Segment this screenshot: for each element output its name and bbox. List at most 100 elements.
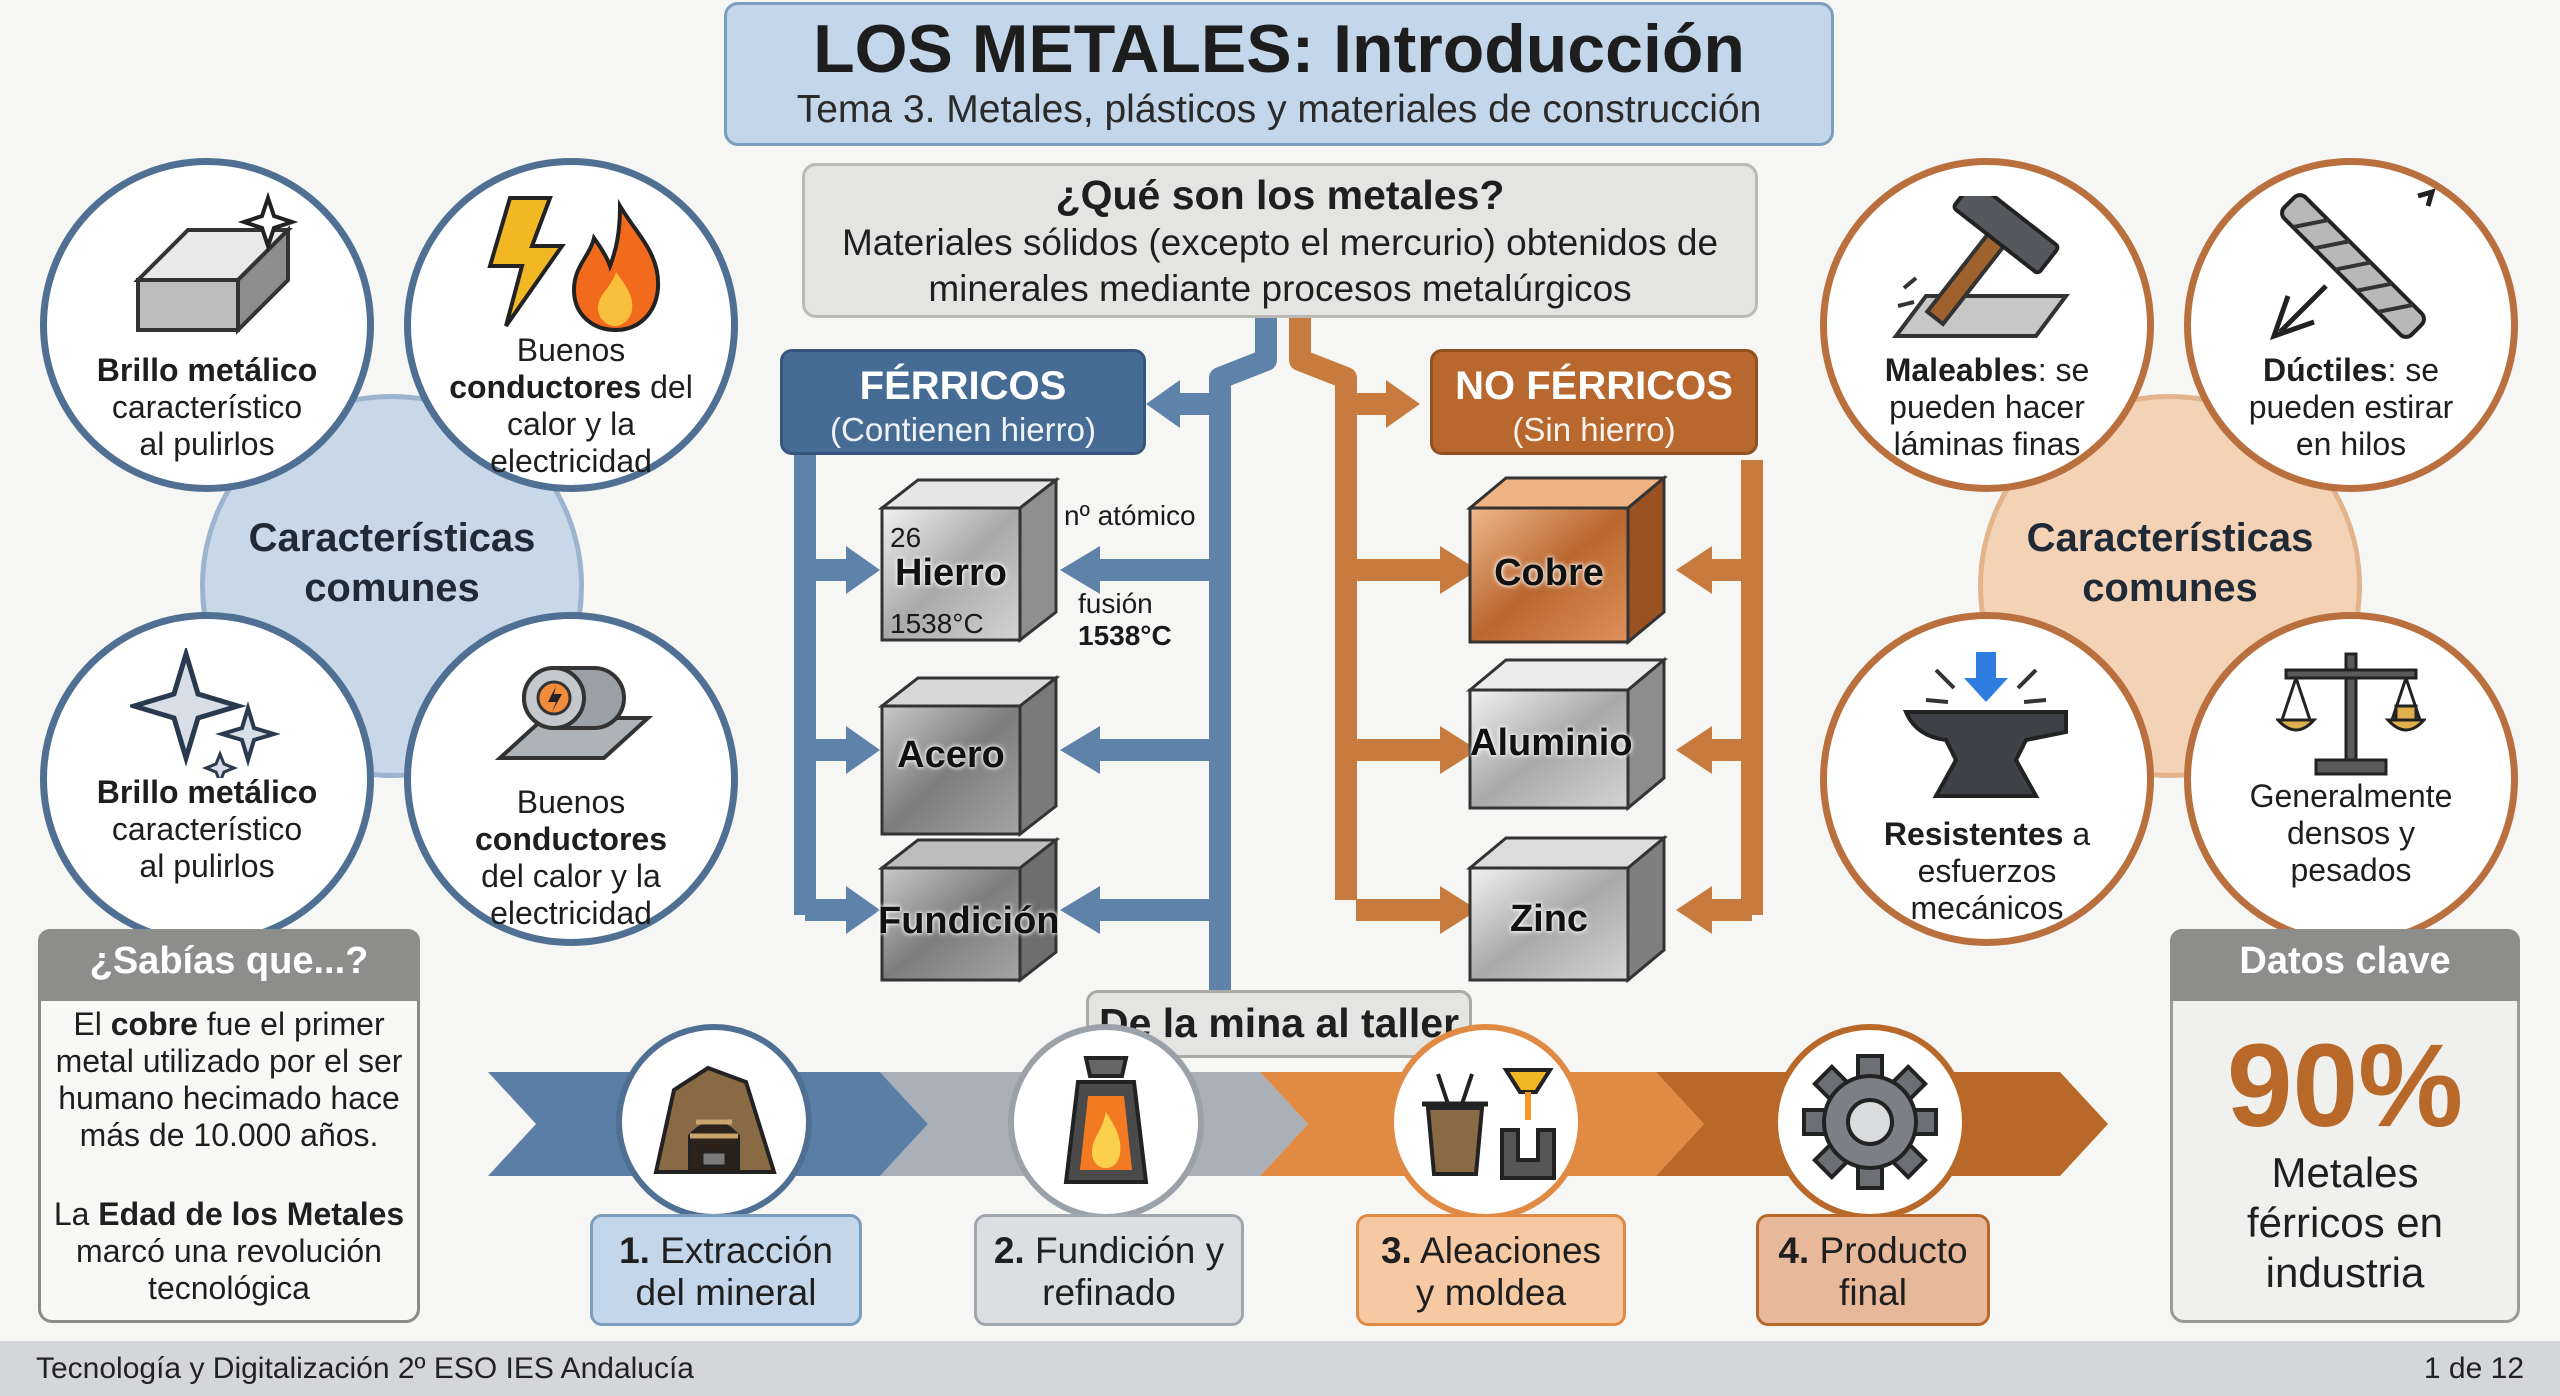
step-3-line2: y moldea [1415, 1272, 1567, 1313]
right-hub-line1: Características [2026, 516, 2314, 560]
right-item-4-line1: Generalmente [2249, 778, 2453, 814]
step-1-number: 1. [619, 1230, 650, 1271]
right-item-1-line3: láminas finas [1893, 426, 2081, 462]
left-item-4-line4: electricidad [490, 895, 652, 931]
step-2-label: 2. Fundición y refinado [974, 1230, 1244, 1314]
right-hub-line2: comunes [2082, 566, 2258, 610]
page-counter: 1 de 12 [2423, 1352, 2524, 1385]
step-1-box [590, 1214, 862, 1326]
left-item-2-line4: electricidad [490, 443, 652, 479]
title-banner [724, 2, 1834, 146]
arrow-left-fundicion [846, 886, 880, 934]
left-item-2-bold: conductores [449, 369, 642, 405]
left-item-1-text: Brillo metálico característico al pulirl… [60, 352, 354, 463]
left-hub-line2: comunes [304, 566, 480, 610]
ferrous-arrowheads [846, 380, 1180, 934]
left-item-1-line3: al pulirlos [139, 426, 275, 462]
metal-label-aluminio: Aluminio [1470, 722, 1633, 764]
nonferrous-title: NO FÉRRICOS [1455, 364, 1733, 408]
nonferrous-subtitle: (Sin hierro) [1512, 411, 1676, 448]
metal-bar-icon [133, 191, 298, 335]
step-3-label: 3. Aleaciones y moldea [1356, 1230, 1626, 1314]
lightning-fire-icon [487, 196, 661, 333]
right-item-4-text: Generalmente densos y pesados [2204, 778, 2498, 889]
left-hub-label: Características comunes [200, 513, 584, 613]
left-item-1-bold: Brillo metálico [96, 352, 318, 388]
footer-bar [0, 1341, 2560, 1396]
key-data-title: Datos clave [2239, 940, 2451, 982]
right-item-2-rest: : se [2387, 352, 2440, 388]
left-item-3-line2: característico [111, 811, 303, 847]
left-item-2 [404, 158, 738, 492]
left-item-2-line1: Buenos [516, 332, 626, 368]
right-item-1-line2: pueden hacer [1889, 389, 2085, 425]
key-data-line2: férricos en [2246, 1199, 2444, 1246]
fusion-label: fusión [1078, 588, 1153, 619]
step-2-number: 2. [993, 1230, 1025, 1271]
step-2-box [974, 1214, 1244, 1326]
question-title: ¿Qué son los metales? [1055, 172, 1505, 218]
left-item-1-line2: característico [111, 389, 303, 425]
mine-icon [653, 1065, 777, 1174]
step-4-line1: Producto [1819, 1230, 1968, 1271]
right-item-2-line3: en hilos [2295, 426, 2407, 462]
cast-iron-cube [877, 836, 1061, 984]
metal-label-acero: Acero [897, 734, 1005, 776]
crucible-icon [1422, 1068, 1556, 1180]
page-title: LOS METALES: Introducción [813, 11, 1745, 87]
key-data-header [2170, 929, 2520, 1001]
fact-p1-bold: cobre [110, 1006, 198, 1042]
arrow-right-cobre [1676, 546, 1712, 594]
key-data-line3: industria [2265, 1249, 2425, 1296]
atomic-number-label: nº atómico [1064, 500, 1196, 531]
arrow-to-cobre [1440, 546, 1478, 594]
arrow-to-fundicion [1060, 886, 1100, 934]
arrow-to-aluminio [1440, 726, 1478, 774]
left-item-2-rest: del [650, 369, 693, 405]
arrow-right-aluminio [1676, 726, 1712, 774]
fact-p2-post: marcó una revolución tecnológica [76, 1233, 382, 1306]
process-title: De la mina al taller [1098, 1000, 1460, 1046]
arrow-to-acero [1060, 726, 1100, 774]
metal-label-zinc: Zinc [1509, 898, 1589, 940]
left-item-3-text: Brillo metálico característico al pulirl… [60, 774, 354, 885]
arrow-to-nonferrous-header [1386, 380, 1420, 428]
hammer-icon [1892, 196, 2070, 338]
left-item-2-line3: calor y la [506, 406, 636, 442]
right-item-3-bold: Resistentes [1883, 816, 2064, 852]
fact-p1-post: fue el primer metal utilizado por el ser… [55, 1006, 403, 1153]
right-item-3-line3: mecánicos [1910, 890, 2064, 926]
right-item-1-rest: : se [2037, 352, 2090, 388]
sparkles-icon [130, 648, 280, 778]
fact-paragraph-1: El cobre fue el primer metal utilizado p… [48, 1006, 410, 1154]
step-1-line1: Extracción [660, 1230, 833, 1271]
step-4-line2: final [1839, 1272, 1907, 1313]
balance-icon [2276, 652, 2426, 776]
question-text: Materiales sólidos (excepto el mercurio)… [841, 222, 1719, 309]
wire-icon [2269, 188, 2436, 341]
right-item-2-line2: pueden estirar [2248, 389, 2454, 425]
step-3-box [1356, 1214, 1626, 1326]
fact-p2-pre: La [53, 1196, 99, 1232]
right-item-1-bold: Maleables [1884, 352, 2038, 388]
right-item-4-line2: densos y [2286, 815, 2416, 851]
iron-melting-temp: 1538°C [890, 608, 984, 639]
step-3-line1: Aleaciones [1420, 1230, 1602, 1271]
fact-paragraph-2: La Edad de los Metales marcó una revoluc… [48, 1196, 410, 1307]
left-item-4-bold: conductores [474, 821, 668, 857]
nonferrous-pipes [1289, 318, 1763, 921]
nonferrous-arrowheads [1386, 380, 1712, 934]
step-2-line2: refinado [1042, 1272, 1176, 1313]
arrow-to-zinc [1440, 886, 1478, 934]
left-item-3-line3: al pulirlos [139, 848, 275, 884]
key-data-line1: Metales [2271, 1149, 2419, 1196]
ferrous-subtitle: (Contienen hierro) [830, 411, 1096, 448]
arrow-left-hierro [846, 546, 880, 594]
key-data-value: 90% [2226, 1020, 2464, 1152]
right-item-4-line3: pesados [2290, 852, 2412, 888]
anvil-icon [1902, 652, 2068, 798]
steel-cube [877, 674, 1061, 838]
metal-label-hierro: Hierro [895, 552, 1007, 594]
